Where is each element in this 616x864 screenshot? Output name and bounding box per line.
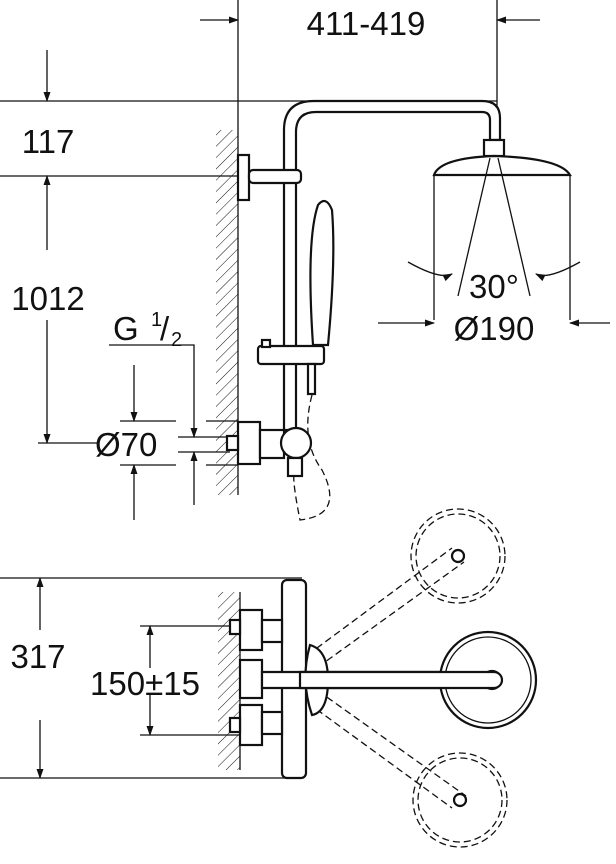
head-diameter-label: Ø190: [454, 310, 535, 347]
hand-shower: [309, 199, 335, 347]
flange-diameter-label: Ø70: [95, 426, 157, 463]
thread-label: G: [113, 310, 139, 347]
inlet-connector: [238, 608, 264, 652]
hose-connector: [286, 456, 304, 478]
thread-denominator: 2: [171, 329, 182, 351]
overhead-shower: [432, 154, 572, 177]
diverter-knob: [279, 426, 313, 460]
spray-angle-label: 30°: [469, 268, 519, 305]
head-connector: [482, 138, 506, 158]
height-label: 1012: [11, 280, 84, 317]
inlet-centres-label: 150±15: [90, 665, 200, 702]
top-view: 317 150±15: [0, 508, 538, 848]
wall-hatch: [216, 130, 238, 495]
wall-bracket: [236, 153, 251, 202]
thread-numerator: 1: [151, 309, 162, 331]
thread-slash: /: [160, 310, 170, 347]
head-alt-position: [410, 508, 506, 604]
slide-holder: [256, 344, 326, 366]
head-alt-position: [412, 752, 508, 848]
arm-projection-label: 411-419: [307, 5, 426, 42]
inlet-connector: [238, 703, 264, 747]
body-height-label: 317: [10, 638, 65, 675]
side-view: 411-419 117 1012 G 1 / 2 Ø70: [0, 0, 610, 521]
mixer-flange: [236, 420, 262, 466]
top-offset-label: 117: [22, 123, 75, 160]
